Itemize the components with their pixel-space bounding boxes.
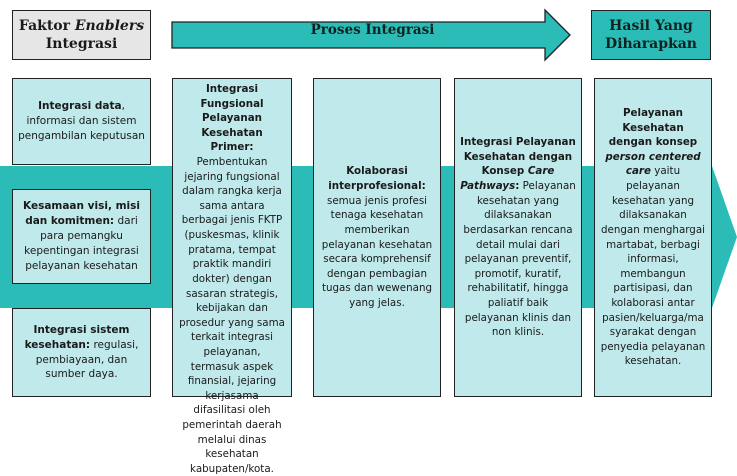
outcome-header: Hasil Yang Diharapkan: [591, 10, 711, 60]
process-text: Pelayanan kesehatan yang dilaksanakan be…: [463, 180, 576, 339]
enabler-box-vision: Kesamaan visi, misi dan komitmen: dari p…: [12, 189, 151, 284]
process-box-care-pathways: Integrasi Pelayanan Kesehatan dengan Kon…: [454, 78, 582, 397]
process-box-functional: Integrasi Fungsional Pelayanan Kesehatan…: [172, 78, 292, 475]
process-header: Proses Integrasi: [310, 22, 435, 38]
enabler-box-system: Integrasi sistem kesehatan: regulasi, pe…: [12, 308, 151, 397]
enabler-bold: Integrasi data: [38, 100, 122, 113]
enabler-box-data: Integrasi data, informasi dan sistem pen…: [12, 78, 151, 165]
enablers-header-italic: Enablers: [74, 17, 145, 34]
outcome-bold: Pelayanan Kesehatan dengan konsep: [608, 107, 698, 149]
outcome-text: yaitu pelayanan kesehatan yang dilaksana…: [600, 165, 706, 368]
enablers-header: Faktor Enablers Integrasi: [12, 10, 151, 60]
outcome-italic: person centered care: [605, 150, 701, 178]
enabler-text: regulasi, pembiayaan, dan sumber daya.: [35, 338, 139, 381]
process-text: Pembentukan jejaring fungsional dalam ra…: [179, 156, 285, 475]
process-italic: Care Pathways: [460, 165, 555, 193]
outcome-box: Pelayanan Kesehatan dengan konsep person…: [594, 78, 712, 397]
enablers-header-pre: Faktor: [18, 17, 75, 34]
enabler-bold: Integrasi sistem kesehatan:: [24, 323, 130, 351]
enabler-bold: Kesamaan visi, misi dan komitmen:: [23, 200, 140, 228]
process-box-collaboration: Kolaborasi interprofesional: semua jenis…: [313, 78, 441, 397]
process-bold: Integrasi Fungsional Pelayanan Kesehatan…: [200, 83, 264, 154]
process-text: semua jenis profesi tenaga kesehatan mem…: [321, 194, 433, 309]
enabler-text: dari para pemangku kepentingan integrasi…: [24, 215, 139, 272]
outcome-header-label: Hasil Yang Diharapkan: [605, 17, 697, 52]
enablers-header-post: Integrasi: [45, 36, 118, 52]
enabler-text: , informasi dan sistem pengambilan keput…: [18, 100, 145, 142]
process-bold-colon: :: [515, 180, 520, 193]
process-bold: Kolaborasi interprofesional:: [328, 165, 426, 193]
process-bold: Integrasi Pelayanan Kesehatan dengan Kon…: [460, 136, 576, 178]
process-arrow-shape: [171, 8, 571, 62]
